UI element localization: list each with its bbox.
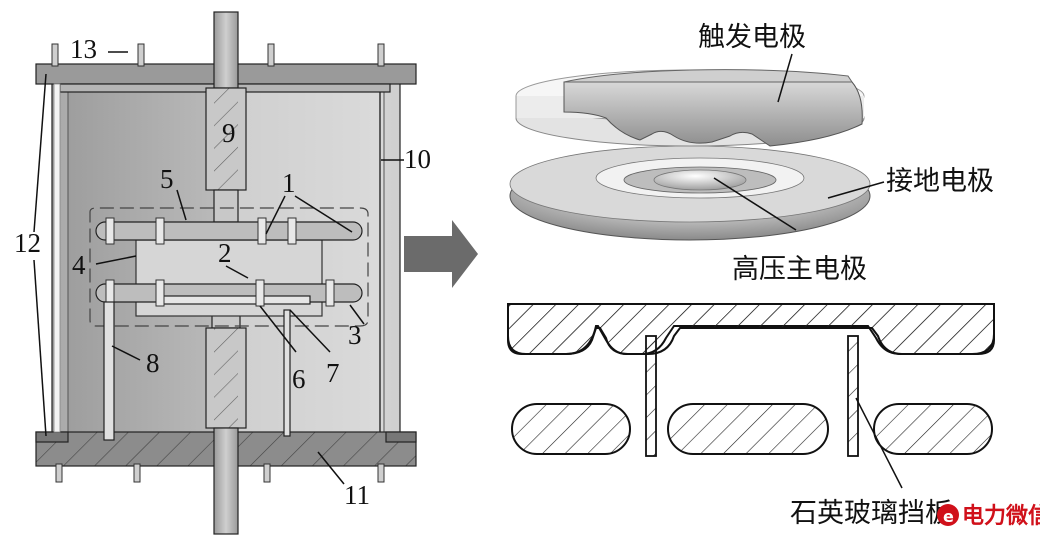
label-13: 13 [70, 34, 97, 64]
label-1: 1 [282, 168, 296, 198]
label-11: 11 [344, 480, 370, 510]
watermark: e 电力微信 [937, 503, 1040, 529]
bottom-bolts [55, 463, 385, 483]
trigger-electrode [563, 81, 863, 147]
label-trigger-electrode: 触发电极 [698, 22, 806, 53]
transition-arrow-icon [404, 220, 478, 288]
top-bolts [51, 43, 385, 67]
label-4: 4 [72, 250, 86, 280]
top-shaft [205, 11, 247, 223]
label-5: 5 [160, 164, 174, 194]
label-9: 9 [222, 118, 236, 148]
device-cross-section: 13 12 9 10 5 1 4 2 3 8 6 7 11 [14, 11, 431, 535]
hv-main-electrode [653, 169, 747, 191]
label-quartz-baffle: 石英玻璃挡板 [790, 498, 952, 529]
label-12: 12 [14, 228, 41, 258]
label-3: 3 [348, 320, 362, 350]
electrode-cross-section: 石英玻璃挡板 [507, 303, 995, 529]
leader-lines [33, 51, 404, 485]
label-10: 10 [404, 144, 431, 174]
watermark-text: 电力微信 [962, 503, 1040, 529]
label-ground-electrode: 接地电极 [886, 166, 994, 197]
label-7: 7 [326, 358, 340, 388]
quartz-baffle-left [645, 335, 657, 457]
svg-text:e: e [943, 507, 954, 526]
label-hv-main-electrode: 高压主电极 [732, 254, 867, 285]
support-rod [103, 301, 115, 441]
label-6: 6 [292, 364, 306, 394]
label-2: 2 [218, 238, 232, 268]
label-8: 8 [146, 348, 160, 378]
quartz-baffle-right [847, 335, 859, 457]
electrode-3d-view: 触发电极 接地电极 高压主电极 [509, 22, 994, 285]
bottom-shaft [205, 299, 247, 535]
